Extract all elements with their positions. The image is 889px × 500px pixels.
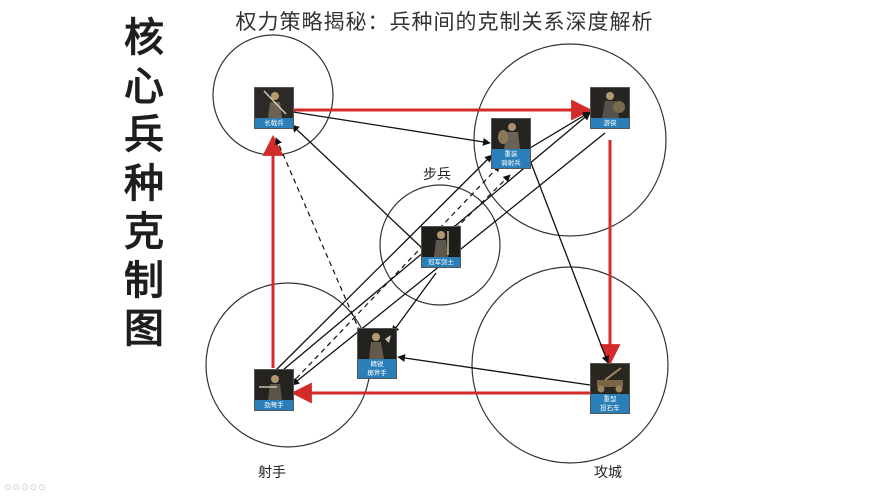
arrow-dashed-heavy-champion xyxy=(451,174,511,233)
watermark: ⊙⊙⊙⊙⊙ xyxy=(4,483,47,493)
group-label-siege: 攻城 xyxy=(594,465,622,481)
catapult-portrait-icon xyxy=(591,364,629,394)
unit-heavy: 重装 骑射兵 xyxy=(491,118,531,169)
circle-siege xyxy=(471,266,669,464)
side-title-char: 心 xyxy=(124,62,164,110)
side-title-char: 种 xyxy=(124,159,164,207)
side-title-char: 制 xyxy=(124,256,164,304)
arrow-longbow-heavy xyxy=(292,111,491,146)
unit-name: 劲弩手 xyxy=(255,400,293,410)
unit-name: 精锐 xyxy=(358,359,396,369)
unit-name: 投石车 xyxy=(591,404,629,413)
unit-name: 骑射兵 xyxy=(492,159,530,168)
heavy-portrait-icon xyxy=(492,119,530,149)
group-label-infantry: 步兵 xyxy=(423,167,451,183)
unit-name: 长戟兵 xyxy=(255,118,293,128)
unit-skirmisher: 精锐 掷斧手 xyxy=(357,328,397,379)
unit-catapult: 重型 投石车 xyxy=(590,363,630,414)
arrow-catapult-skirmisher xyxy=(397,354,591,386)
side-title-char: 兵 xyxy=(124,111,164,158)
arrow-dashed-longbow-skirmisher xyxy=(275,137,361,333)
unit-name: 冠军剑士 xyxy=(422,257,460,267)
champion-portrait-icon xyxy=(422,227,460,257)
arrow-champion-longbow xyxy=(291,124,423,249)
crossbow-portrait-icon xyxy=(255,370,293,400)
circle-infantry xyxy=(379,184,501,306)
side-title-char: 图 xyxy=(124,305,164,352)
unit-name: 游侠 xyxy=(591,118,629,128)
unit-champion: 冠军剑士 xyxy=(421,226,461,268)
unit-longbow: 长戟兵 xyxy=(254,87,294,129)
side-title-char: 克 xyxy=(124,208,164,255)
vanguard-portrait-icon xyxy=(591,88,629,118)
arrow-dashed-crossbow-heavy xyxy=(289,164,501,386)
side-title: 核 心 兵 种 克 制 图 xyxy=(118,14,170,354)
arrow-champion-skirmisher xyxy=(391,272,437,334)
skirmisher-portrait-icon xyxy=(358,329,396,359)
page-title: 权力策略揭秘：兵种间的克制关系深度解析 xyxy=(235,10,654,34)
arrow-heavy-vanguard xyxy=(529,111,591,149)
unit-crossbow: 劲弩手 xyxy=(254,369,294,411)
unit-vanguard: 游侠 xyxy=(590,87,630,129)
unit-name: 重型 xyxy=(591,394,629,404)
longbow-portrait-icon xyxy=(255,88,293,118)
group-label-archer: 射手 xyxy=(258,465,286,481)
unit-name: 掷斧手 xyxy=(358,369,396,378)
arrow-heavy-catapult xyxy=(527,154,610,364)
side-title-char: 核 xyxy=(124,14,164,61)
unit-name: 重装 xyxy=(492,149,530,159)
